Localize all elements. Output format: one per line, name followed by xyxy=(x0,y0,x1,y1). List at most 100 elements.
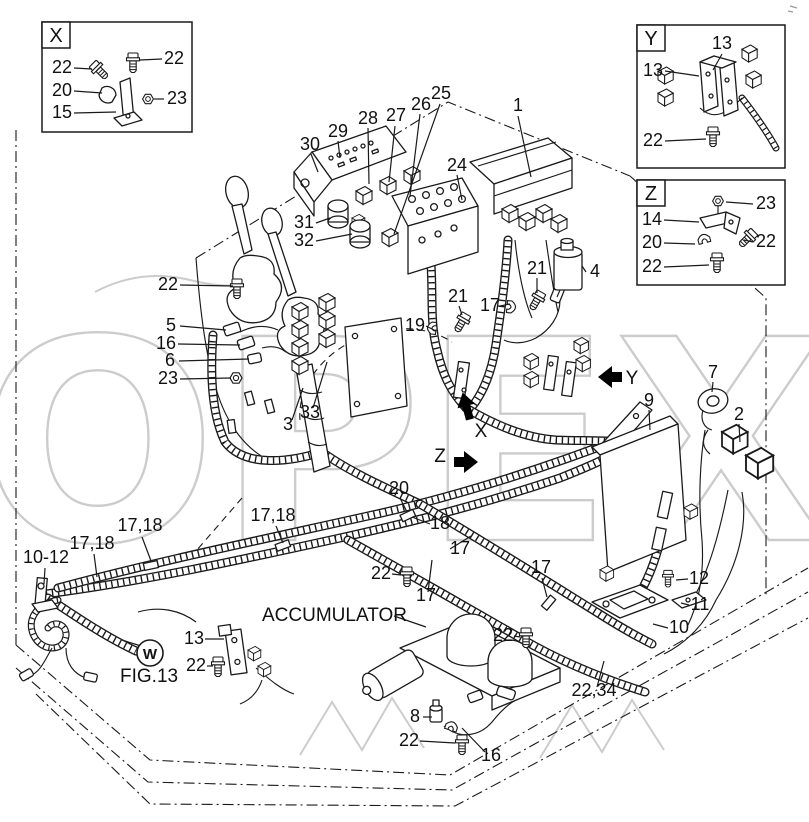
inset-box-z: Z xyxy=(636,179,786,286)
watermark-zigzag xyxy=(539,698,665,759)
fuse-box xyxy=(469,137,573,234)
arrow-z xyxy=(454,451,478,473)
callout-28: 28 xyxy=(358,108,378,128)
annotations: ACCUMULATOR W FIG.13 xyxy=(120,605,407,687)
arrow-z-label: Z xyxy=(434,446,446,467)
inset-z-tag: Z xyxy=(645,183,657,205)
relay-stacks xyxy=(226,292,336,434)
callout-17: 17 xyxy=(480,295,500,315)
w-symbol-text: W xyxy=(143,646,158,663)
callout-22c: 22 xyxy=(493,625,513,645)
inset-box-x: X xyxy=(41,21,193,133)
outline-top xyxy=(195,101,631,259)
band-clamp xyxy=(540,594,557,611)
inset-box-y: Y xyxy=(636,24,786,169)
console-dashed-line xyxy=(189,497,243,559)
callout-10-12: 10-12 xyxy=(23,547,69,567)
accumulator-cylinder-small xyxy=(361,649,424,702)
callout-17d: 17 xyxy=(531,557,551,577)
console-edge xyxy=(195,257,269,461)
inset-z-callout-20: 20 xyxy=(642,232,662,252)
bracket-10 xyxy=(591,584,669,619)
callout-24: 24 xyxy=(447,155,467,175)
callout-25: 25 xyxy=(431,83,451,103)
inset-z-callout-23: 23 xyxy=(756,193,776,213)
inset-x-callout-22: 22 xyxy=(52,57,72,77)
callout-10: 10 xyxy=(669,617,689,637)
view-arrows: Y X Z xyxy=(434,366,639,473)
callout-4: 4 xyxy=(590,261,600,281)
bracket-13 xyxy=(217,623,272,678)
outline-floor-3 xyxy=(35,617,809,807)
accumulator-assembly xyxy=(361,613,561,733)
callout-30: 30 xyxy=(300,134,320,154)
arrow-y xyxy=(598,366,622,388)
inset-z-callout-22b: 22 xyxy=(756,231,776,251)
callout-6: 6 xyxy=(165,350,175,370)
callout-32: 32 xyxy=(294,230,314,250)
console-cluster xyxy=(224,125,479,473)
callout-20: 20 xyxy=(389,478,409,498)
w-symbol-circle xyxy=(136,639,164,667)
inset-x-callout-15: 15 xyxy=(52,102,72,122)
valve-8 xyxy=(429,699,443,723)
callout-22: 22 xyxy=(158,274,178,294)
watermark-zigzag xyxy=(299,696,425,756)
callout-33: 33 xyxy=(300,402,320,422)
outline-right xyxy=(629,175,767,596)
connector-bracket-assembly xyxy=(452,336,591,400)
inset-x-callout-20: 20 xyxy=(52,80,72,100)
harness-clamps xyxy=(142,300,557,611)
callout-11: 11 xyxy=(691,594,710,614)
inset-x-callout-23: 23 xyxy=(167,88,187,108)
callout-16: 16 xyxy=(156,333,176,353)
mounting-plate xyxy=(344,317,408,418)
band-clamp-20 xyxy=(399,508,417,523)
callout-13: 13 xyxy=(184,628,204,648)
instrument-panel xyxy=(293,125,407,217)
inset-y-callout-22: 22 xyxy=(643,130,663,150)
callout-22e: 22 xyxy=(399,730,419,750)
callout-2: 2 xyxy=(734,404,744,424)
inset-z-callout-14: 14 xyxy=(642,209,662,229)
fig-reference: FIG.13 xyxy=(120,666,178,687)
callout-22d: 22 xyxy=(186,655,206,675)
washer-tank xyxy=(553,237,583,298)
scan-artifact xyxy=(787,5,798,13)
callout-18: 18 xyxy=(430,513,450,533)
arrow-x xyxy=(457,392,475,421)
left-console-connectors xyxy=(222,321,287,365)
callout-21: 21 xyxy=(448,286,468,306)
callout-3: 3 xyxy=(283,414,293,434)
callout-21b: 21 xyxy=(527,258,547,278)
callout-17b: 17 xyxy=(450,538,470,558)
inset-x-callout-22b: 22 xyxy=(164,48,184,68)
inset-y-callout-13b: 13 xyxy=(643,60,663,80)
callout-23: 23 xyxy=(158,368,178,388)
clamp-20-part xyxy=(98,85,117,104)
accumulator-dome-2 xyxy=(487,639,533,688)
joystick-levers xyxy=(224,175,331,473)
inset-y-tag: Y xyxy=(644,28,657,50)
accumulator-label: ACCUMULATOR xyxy=(262,605,407,626)
arrow-x-label: X xyxy=(475,421,488,442)
plate-11 xyxy=(671,591,707,609)
clamp-16 xyxy=(444,719,460,733)
outline-floor-1 xyxy=(15,567,809,776)
callout-9: 9 xyxy=(644,390,654,410)
band-clamp xyxy=(142,559,160,572)
callout-31: 31 xyxy=(294,212,314,232)
callout-1: 1 xyxy=(513,95,523,115)
callout-numbers: 30 29 28 27 26 25 24 1 31 32 22 5 16 6 2… xyxy=(23,33,776,765)
callout-5: 5 xyxy=(166,315,176,335)
callout-17-18b: 17,18 xyxy=(117,515,162,535)
arrow-y-label: Y xyxy=(626,368,639,389)
callout-12: 12 xyxy=(689,568,709,588)
leader-lines xyxy=(43,53,754,753)
callout-22b: 22 xyxy=(371,563,391,583)
inset-z-callout-22: 22 xyxy=(642,256,662,276)
callout-17-18: 17,18 xyxy=(250,505,295,525)
inset-x-tag: X xyxy=(49,25,62,47)
